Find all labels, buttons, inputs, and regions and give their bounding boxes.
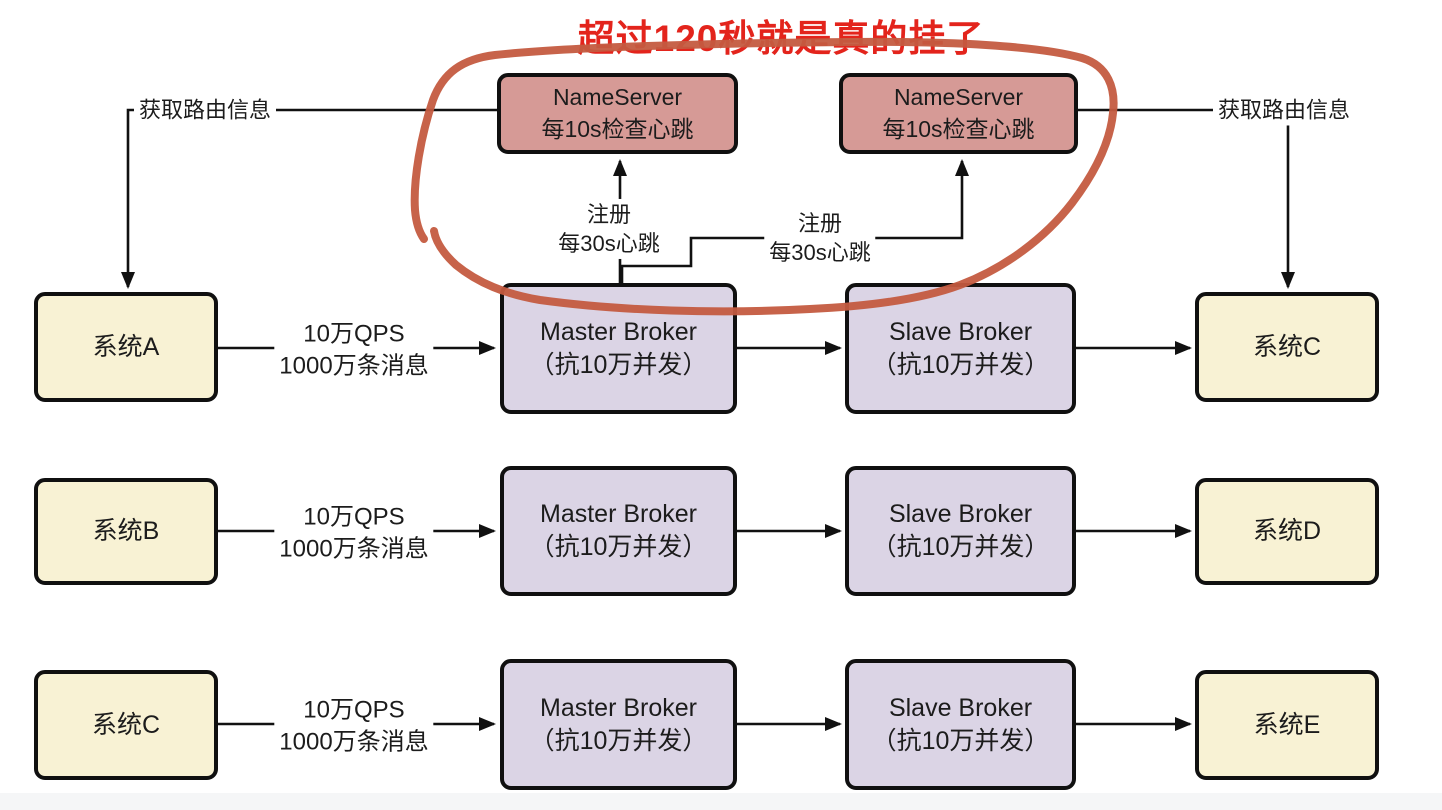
system-label: 系统D: [1252, 517, 1322, 545]
messages-line: 1000万条消息: [279, 352, 429, 379]
system-c-target-box: 系统C: [1195, 292, 1379, 402]
system-b-box: 系统B: [34, 478, 218, 585]
messages-line: 1000万条消息: [279, 728, 429, 755]
nameserver-title: NameServer: [552, 84, 683, 111]
register-label-left: 注册 每30s心跳: [553, 198, 665, 260]
nameserver-heartbeat-note: 每10s检查心跳: [541, 115, 694, 142]
register-line: 注册: [586, 201, 632, 227]
broker-capacity: （抗10万并发）: [529, 726, 708, 755]
nameserver-right-box: NameServer 每10s检查心跳: [839, 73, 1078, 154]
master-broker-box-row3: Master Broker （抗10万并发）: [500, 659, 737, 790]
system-e-box: 系统E: [1195, 670, 1379, 780]
route-info-label-left: 获取路由信息: [133, 94, 277, 126]
broker-title: Slave Broker: [888, 693, 1033, 722]
system-c-source-box: 系统C: [34, 670, 218, 780]
broker-title: Slave Broker: [888, 317, 1033, 346]
qps-line: 10万QPS: [303, 320, 405, 348]
register-line: 注册: [797, 210, 843, 236]
master-broker-box-row1: Master Broker （抗10万并发）: [500, 283, 737, 414]
nameserver-heartbeat-note: 每10s检查心跳: [882, 115, 1035, 142]
slave-broker-box-row2: Slave Broker （抗10万并发）: [845, 466, 1076, 596]
route-left-connector: [121, 108, 497, 289]
system-label: 系统A: [92, 332, 160, 361]
nameserver-left-box: NameServer 每10s检查心跳: [497, 73, 738, 154]
annotation-title: 超过120秒就是真的挂了: [577, 18, 985, 59]
broker-capacity: （抗10万并发）: [529, 533, 708, 561]
heartbeat-line: 每30s心跳: [769, 240, 871, 265]
route-right-connector: [1078, 108, 1295, 289]
system-label: 系统B: [92, 517, 160, 545]
broker-capacity: （抗10万并发）: [871, 726, 1050, 755]
broker-capacity: （抗10万并发）: [871, 533, 1050, 561]
route-info-label-right: 获取路由信息: [1212, 94, 1356, 126]
broker-title: Master Broker: [540, 693, 697, 722]
slave-broker-box-row3: Slave Broker （抗10万并发）: [845, 659, 1076, 790]
qps-label-row1: 10万QPS 1000万条消息: [274, 317, 434, 383]
broker-capacity: （抗10万并发）: [871, 350, 1050, 379]
system-label: 系统C: [91, 710, 161, 739]
broker-title: Master Broker: [540, 317, 697, 346]
system-label: 系统C: [1252, 332, 1322, 361]
register-label-middle: 注册 每30s心跳: [764, 207, 876, 269]
messages-line: 1000万条消息: [279, 535, 429, 562]
bottom-edge-strip: [0, 793, 1442, 810]
nameserver-title: NameServer: [893, 84, 1024, 111]
qps-label-row3: 10万QPS 1000万条消息: [274, 693, 434, 759]
slave-broker-box-row1: Slave Broker （抗10万并发）: [845, 283, 1076, 414]
master-broker-box-row2: Master Broker （抗10万并发）: [500, 466, 737, 596]
broker-capacity: （抗10万并发）: [529, 350, 708, 379]
system-label: 系统E: [1253, 710, 1321, 739]
qps-label-row2: 10万QPS 1000万条消息: [274, 500, 434, 566]
system-d-box: 系统D: [1195, 478, 1379, 585]
qps-line: 10万QPS: [303, 503, 405, 531]
qps-line: 10万QPS: [303, 696, 405, 724]
broker-title: Master Broker: [540, 500, 697, 528]
system-a-box: 系统A: [34, 292, 218, 402]
heartbeat-line: 每30s心跳: [558, 231, 660, 256]
broker-title: Slave Broker: [888, 500, 1033, 528]
